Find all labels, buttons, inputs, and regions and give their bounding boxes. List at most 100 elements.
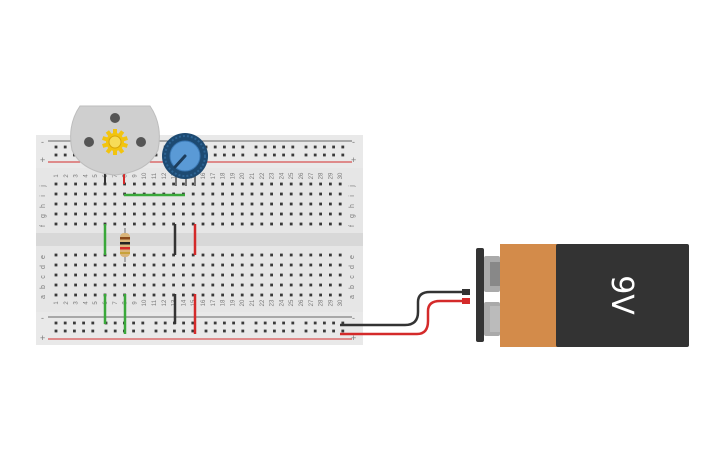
grid-hole[interactable] bbox=[142, 182, 146, 186]
grid-hole[interactable] bbox=[142, 293, 146, 297]
rail-hole[interactable] bbox=[54, 153, 58, 157]
grid-hole[interactable] bbox=[74, 222, 77, 226]
grid-hole[interactable] bbox=[240, 273, 244, 277]
grid-hole[interactable] bbox=[221, 263, 224, 267]
grid-hole[interactable] bbox=[319, 253, 322, 257]
rail-hole[interactable] bbox=[154, 329, 158, 333]
grid-hole[interactable] bbox=[113, 192, 117, 196]
rail-hole[interactable] bbox=[323, 145, 326, 149]
rail-hole[interactable] bbox=[263, 329, 267, 333]
grid-hole[interactable] bbox=[93, 263, 97, 267]
grid-hole[interactable] bbox=[172, 283, 175, 287]
grid-hole[interactable] bbox=[309, 293, 313, 297]
grid-hole[interactable] bbox=[172, 202, 175, 206]
rail-hole[interactable] bbox=[282, 321, 285, 325]
grid-hole[interactable] bbox=[260, 212, 264, 216]
grid-hole[interactable] bbox=[240, 253, 244, 257]
grid-hole[interactable] bbox=[64, 283, 68, 287]
grid-hole[interactable] bbox=[113, 283, 117, 287]
rail-hole[interactable] bbox=[232, 329, 235, 333]
grid-hole[interactable] bbox=[64, 222, 68, 226]
rail-hole[interactable] bbox=[163, 321, 167, 325]
grid-hole[interactable] bbox=[191, 192, 195, 196]
grid-hole[interactable] bbox=[338, 283, 342, 287]
grid-hole[interactable] bbox=[260, 202, 264, 206]
grid-hole[interactable] bbox=[270, 263, 273, 267]
grid-hole[interactable] bbox=[231, 253, 234, 257]
grid-hole[interactable] bbox=[270, 293, 273, 297]
grid-hole[interactable] bbox=[250, 202, 254, 206]
rail-hole[interactable] bbox=[304, 145, 308, 149]
grid-hole[interactable] bbox=[211, 263, 215, 267]
grid-hole[interactable] bbox=[329, 212, 332, 216]
grid-hole[interactable] bbox=[260, 263, 264, 267]
grid-hole[interactable] bbox=[270, 212, 273, 216]
grid-hole[interactable] bbox=[123, 222, 126, 226]
grid-hole[interactable] bbox=[162, 273, 166, 277]
rail-hole[interactable] bbox=[141, 329, 145, 333]
rail-hole[interactable] bbox=[63, 153, 67, 157]
grid-hole[interactable] bbox=[74, 293, 77, 297]
grid-hole[interactable] bbox=[93, 212, 97, 216]
grid-hole[interactable] bbox=[162, 293, 166, 297]
grid-hole[interactable] bbox=[113, 273, 117, 277]
grid-hole[interactable] bbox=[142, 263, 146, 267]
grid-hole[interactable] bbox=[191, 182, 195, 186]
grid-hole[interactable] bbox=[54, 293, 58, 297]
grid-hole[interactable] bbox=[201, 212, 205, 216]
rail-hole[interactable] bbox=[241, 153, 245, 157]
grid-hole[interactable] bbox=[299, 253, 303, 257]
grid-hole[interactable] bbox=[201, 202, 205, 206]
grid-hole[interactable] bbox=[103, 192, 107, 196]
grid-hole[interactable] bbox=[172, 293, 175, 297]
grid-hole[interactable] bbox=[93, 182, 97, 186]
grid-hole[interactable] bbox=[54, 192, 58, 196]
grid-hole[interactable] bbox=[201, 283, 205, 287]
rail-hole[interactable] bbox=[154, 321, 158, 325]
grid-hole[interactable] bbox=[142, 222, 146, 226]
grid-hole[interactable] bbox=[289, 192, 293, 196]
grid-hole[interactable] bbox=[250, 263, 254, 267]
grid-hole[interactable] bbox=[309, 253, 313, 257]
rail-hole[interactable] bbox=[213, 153, 217, 157]
grid-hole[interactable] bbox=[64, 263, 68, 267]
grid-hole[interactable] bbox=[309, 263, 313, 267]
grid-hole[interactable] bbox=[280, 222, 283, 226]
rail-hole[interactable] bbox=[291, 153, 295, 157]
grid-hole[interactable] bbox=[133, 222, 136, 226]
grid-hole[interactable] bbox=[211, 182, 215, 186]
rail-hole[interactable] bbox=[254, 321, 258, 325]
grid-hole[interactable] bbox=[260, 273, 264, 277]
grid-hole[interactable] bbox=[221, 212, 224, 216]
grid-hole[interactable] bbox=[191, 273, 195, 277]
rail-hole[interactable] bbox=[241, 145, 245, 149]
grid-hole[interactable] bbox=[182, 253, 185, 257]
grid-hole[interactable] bbox=[221, 293, 224, 297]
grid-hole[interactable] bbox=[231, 182, 234, 186]
grid-hole[interactable] bbox=[260, 222, 264, 226]
grid-hole[interactable] bbox=[270, 202, 273, 206]
grid-hole[interactable] bbox=[113, 182, 117, 186]
grid-hole[interactable] bbox=[289, 253, 293, 257]
grid-hole[interactable] bbox=[329, 253, 332, 257]
grid-hole[interactable] bbox=[319, 273, 322, 277]
grid-hole[interactable] bbox=[64, 182, 68, 186]
grid-hole[interactable] bbox=[84, 293, 87, 297]
rail-hole[interactable] bbox=[254, 329, 258, 333]
grid-hole[interactable] bbox=[191, 283, 195, 287]
rail-hole[interactable] bbox=[313, 321, 317, 325]
grid-hole[interactable] bbox=[289, 283, 293, 287]
grid-hole[interactable] bbox=[211, 202, 215, 206]
rail-hole[interactable] bbox=[54, 321, 58, 325]
rail-hole[interactable] bbox=[304, 153, 308, 157]
potentiometer[interactable] bbox=[162, 133, 208, 186]
grid-hole[interactable] bbox=[84, 192, 87, 196]
grid-hole[interactable] bbox=[103, 212, 107, 216]
grid-hole[interactable] bbox=[182, 263, 185, 267]
grid-hole[interactable] bbox=[280, 293, 283, 297]
rail-hole[interactable] bbox=[254, 145, 258, 149]
grid-hole[interactable] bbox=[182, 293, 185, 297]
grid-hole[interactable] bbox=[319, 212, 322, 216]
rail-hole[interactable] bbox=[223, 153, 226, 157]
grid-hole[interactable] bbox=[152, 182, 156, 186]
